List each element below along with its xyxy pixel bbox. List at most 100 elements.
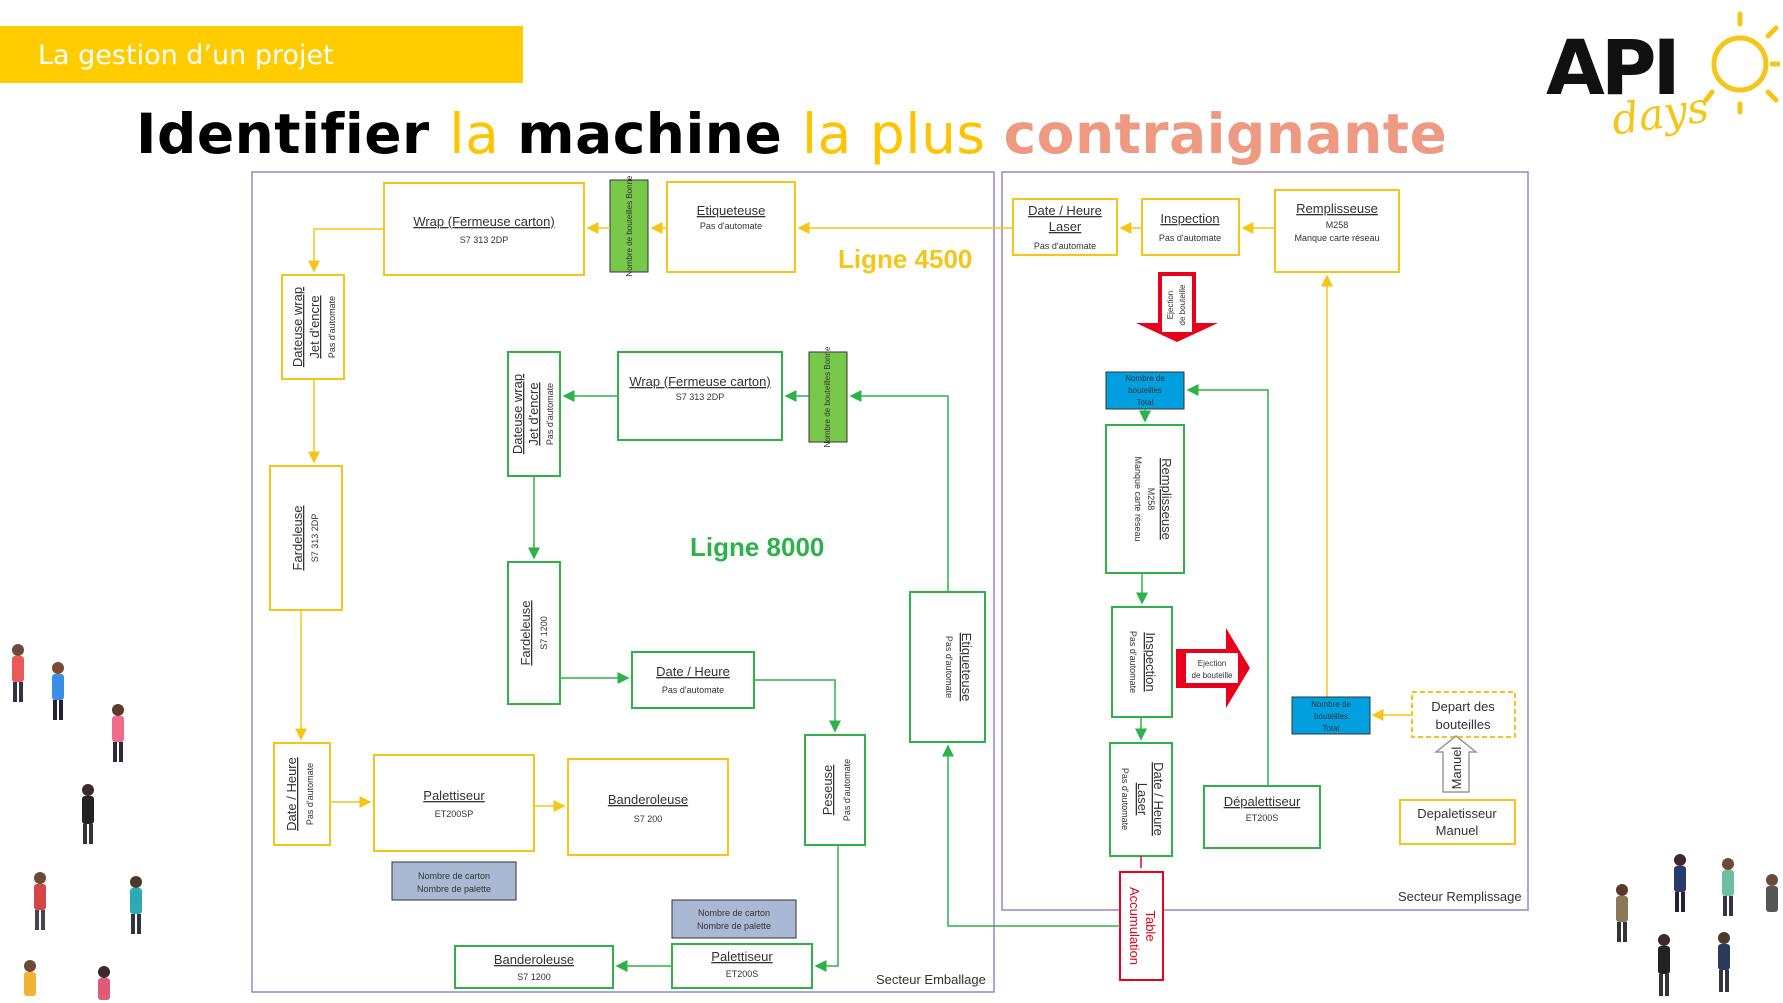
svg-text:Date / Heure: Date / Heure xyxy=(656,664,730,679)
svg-text:Pas d'automate: Pas d'automate xyxy=(1128,631,1138,693)
box-etiqueteuse-4500: Etiqueteuse Pas d'automate xyxy=(666,181,796,273)
svg-text:Total: Total xyxy=(1137,398,1154,407)
title-part-3: machine xyxy=(517,102,802,166)
person-icon xyxy=(12,644,142,1000)
svg-text:Inspection: Inspection xyxy=(1160,211,1219,226)
svg-text:Pas d'automate: Pas d'automate xyxy=(1034,241,1096,251)
box-nombre-bouteilles-total-1: Nombre de bouteilles Total xyxy=(1105,371,1185,410)
svg-text:Manuel: Manuel xyxy=(1449,747,1464,790)
svg-text:Nombre de carton: Nombre de carton xyxy=(698,908,770,918)
svg-text:Manque carte réseau: Manque carte réseau xyxy=(1294,233,1379,243)
box-fardeleuse-8000: Fardeleuse S7 1200 xyxy=(507,561,561,705)
svg-text:Nombre de carton: Nombre de carton xyxy=(418,871,490,881)
svg-text:Nombre de bouteilles Bonne: Nombre de bouteilles Bonne xyxy=(823,346,832,448)
box-depaletisseur-manuel: Depaletisseur Manuel xyxy=(1399,799,1516,845)
title-part-4: la plus xyxy=(801,102,1004,166)
box-count-4500: Nombre de carton Nombre de palette xyxy=(391,861,517,901)
svg-text:Manuel: Manuel xyxy=(1436,823,1479,838)
ejection-arrow-2: Ejection de bouteille xyxy=(1176,628,1250,708)
box-peseuse-8000: Peseuse Pas d'automate xyxy=(804,734,866,846)
svg-text:S7 313 2DP: S7 313 2DP xyxy=(310,514,320,563)
svg-text:Pas d'automate: Pas d'automate xyxy=(545,383,555,445)
page-title: Identifier la machine la plus contraigna… xyxy=(136,102,1447,166)
sector-emballage-label: Secteur Emballage xyxy=(876,972,986,987)
manuel-arrow: Manuel xyxy=(1433,735,1479,793)
box-fardeleuse-4500: Fardeleuse S7 313 2DP xyxy=(269,465,343,611)
svg-text:Remplisseuse: Remplisseuse xyxy=(1159,458,1174,540)
svg-text:Palettiseur: Palettiseur xyxy=(423,788,485,803)
sun-icon xyxy=(1703,11,1780,115)
svg-text:Ejection: Ejection xyxy=(1166,291,1175,319)
svg-text:bouteilles: bouteilles xyxy=(1128,386,1162,395)
box-wrap-4500: Wrap (Fermeuse carton) S7 313 2DP xyxy=(383,182,585,276)
ejection-arrow-1: Ejection de bouteille xyxy=(1136,272,1218,342)
svg-text:S7 1200: S7 1200 xyxy=(517,972,551,982)
box-remplisseuse-4500: Remplisseuse M258 Manque carte réseau xyxy=(1274,189,1400,273)
svg-text:Pas d'automate: Pas d'automate xyxy=(327,296,337,358)
svg-text:Wrap (Fermeuse carton): Wrap (Fermeuse carton) xyxy=(413,214,554,229)
section-label: La gestion d’un projet xyxy=(38,40,334,71)
box-count-8000: Nombre de carton Nombre de palette xyxy=(671,899,797,939)
svg-text:Dateuse wrap: Dateuse wrap xyxy=(290,287,305,367)
svg-text:bouteilles: bouteilles xyxy=(1436,717,1491,732)
svg-text:de bouteille: de bouteille xyxy=(1178,284,1187,325)
title-part-5: contraignante xyxy=(1003,102,1448,166)
box-wrap-8000: Wrap (Fermeuse carton) S7 313 2DP xyxy=(617,351,783,441)
svg-text:Laser: Laser xyxy=(1049,219,1082,234)
section-banner: La gestion d’un projet xyxy=(0,26,523,83)
svg-text:Pas d'automate: Pas d'automate xyxy=(842,759,852,821)
svg-text:Laser: Laser xyxy=(1135,783,1150,816)
box-date-laser-8000: Date / Heure Laser Pas d'automate xyxy=(1109,742,1173,857)
box-dateuse-wrap-4500: Dateuse wrap Jet d'encre Pas d'automate xyxy=(281,274,345,380)
svg-text:Banderoleuse: Banderoleuse xyxy=(608,792,688,807)
svg-text:ET200S: ET200S xyxy=(1246,813,1279,823)
svg-text:S7 313 2DP: S7 313 2DP xyxy=(676,392,725,402)
crowd-left-illustration xyxy=(12,644,142,1000)
box-table-accumulation: Table Accumulation xyxy=(1119,871,1164,981)
svg-text:Nombre de bouteilles Bonne: Nombre de bouteilles Bonne xyxy=(625,175,634,277)
svg-text:ET200SP: ET200SP xyxy=(435,809,474,819)
svg-text:Pas d'automate: Pas d'automate xyxy=(944,636,954,698)
svg-text:Jet d'encre: Jet d'encre xyxy=(526,382,541,445)
title-part-1: Identifier xyxy=(136,102,450,166)
svg-text:Pas d'automate: Pas d'automate xyxy=(1120,768,1130,830)
box-palettiseur-8000: Palettiseur ET200S xyxy=(671,943,813,989)
title-part-2: la xyxy=(449,102,518,166)
svg-text:Palettiseur: Palettiseur xyxy=(711,949,773,964)
svg-text:Fardeleuse: Fardeleuse xyxy=(518,600,533,665)
svg-text:Accumulation: Accumulation xyxy=(1127,887,1142,965)
svg-text:Date / Heure: Date / Heure xyxy=(1151,762,1166,836)
box-date-heure-8000: Date / Heure Pas d'automate xyxy=(631,651,755,709)
svg-text:M258: M258 xyxy=(1146,488,1156,511)
svg-text:Dateuse wrap: Dateuse wrap xyxy=(510,374,525,454)
box-banderoleuse-8000: Banderoleuse S7 1200 xyxy=(454,945,614,989)
svg-text:Pas d'automate: Pas d'automate xyxy=(1159,233,1221,243)
sector-remplissage-frame xyxy=(1001,171,1529,911)
svg-text:Pas d'automate: Pas d'automate xyxy=(700,221,762,231)
svg-text:Jet d'encre: Jet d'encre xyxy=(307,295,322,358)
svg-text:Nombre de palette: Nombre de palette xyxy=(697,921,771,931)
svg-text:Nombre de: Nombre de xyxy=(1125,374,1165,383)
svg-text:Total: Total xyxy=(1323,724,1340,733)
box-remplisseuse-8000: Remplisseuse M258 Manque carte réseau xyxy=(1105,424,1185,574)
ligne-4500-label: Ligne 4500 xyxy=(838,244,972,274)
svg-text:bouteilles: bouteilles xyxy=(1314,712,1348,721)
sector-remplissage-label: Secteur Remplissage xyxy=(1398,889,1522,904)
svg-text:Nombre de: Nombre de xyxy=(1311,700,1351,709)
svg-text:S7 200: S7 200 xyxy=(634,814,663,824)
svg-text:Pas d'automate: Pas d'automate xyxy=(305,763,315,825)
box-nombre-bouteilles-bonne-4500: Nombre de bouteilles Bonne xyxy=(609,175,649,277)
svg-text:Banderoleuse: Banderoleuse xyxy=(494,952,574,967)
person-icon xyxy=(1616,854,1778,996)
box-palettiseur-4500: Palettiseur ET200SP xyxy=(373,754,535,852)
svg-text:Nombre de palette: Nombre de palette xyxy=(417,884,491,894)
svg-text:Ejection: Ejection xyxy=(1198,659,1226,668)
svg-text:S7 1200: S7 1200 xyxy=(539,616,549,650)
svg-text:Depart des: Depart des xyxy=(1431,699,1495,714)
svg-text:Wrap (Fermeuse carton): Wrap (Fermeuse carton) xyxy=(629,374,770,389)
svg-text:Remplisseuse: Remplisseuse xyxy=(1296,201,1378,216)
svg-text:M258: M258 xyxy=(1326,220,1349,230)
apidays-logo: API days xyxy=(1546,11,1780,144)
svg-text:Date / Heure: Date / Heure xyxy=(1028,203,1102,218)
